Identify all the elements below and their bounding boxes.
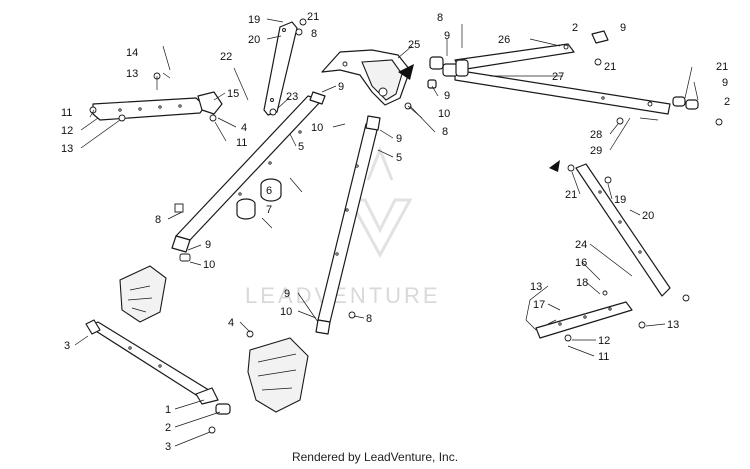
part-strut-20-upper [263,18,307,116]
callout-label: 13 [667,319,679,331]
callout-label: 9 [396,133,402,145]
callout-label: 3 [165,441,171,453]
callout-label: 20 [248,34,260,46]
callout-label: 22 [220,51,232,63]
callout-label: 10 [311,122,323,134]
callout-label: 21 [565,189,577,201]
part-bushings-6-7 [236,177,303,229]
part-casting-left [119,265,167,323]
callout-label: 9 [284,288,290,300]
part-strut-20-right [549,160,690,302]
part-tube-5-center [315,115,381,335]
callout-label: 23 [286,91,298,103]
callout-label: 7 [266,204,272,216]
callout-label: 12 [598,335,610,347]
callout-label: 8 [155,214,161,226]
callout-label: 4 [241,122,247,134]
watermark-logo-icon [347,198,413,259]
pointer-marker-icon [549,160,560,172]
callout-label: 27 [552,71,564,83]
part-bracket-15 [153,72,223,122]
callout-label: 9 [620,22,626,34]
callout-label: 2 [724,96,730,108]
callout-label: 19 [614,194,626,206]
callout-label: 21 [716,61,728,73]
callout-label: 13 [61,143,73,155]
callout-label: 11 [598,351,609,363]
render-credit: Rendered by LeadVenture, Inc. [291,450,459,464]
callout-label: 13 [530,281,542,293]
callout-label: 26 [498,34,510,46]
callout-label: 11 [61,107,72,119]
parts [85,18,723,434]
callout-label: 3 [64,340,70,352]
callout-label: 28 [590,129,602,141]
part-casting-center [246,330,309,413]
callout-label: 9 [205,239,211,251]
callout-label: 9 [722,77,728,89]
part-bushings-9-top [404,56,469,110]
part-center-bracket-25 [321,49,414,106]
pointer-marker-icon [398,64,414,80]
part-tube-26 [454,30,609,71]
callout-label: 4 [228,317,234,329]
callout-label: 19 [248,14,260,26]
callout-label: 10 [203,259,215,271]
callout-label: 10 [280,306,292,318]
watermark: LEADVENTURE [245,145,441,308]
callout-label: 12 [61,125,73,137]
leader-lines [74,18,699,447]
callout-label: 9 [444,30,450,42]
part-tube-5-left [171,91,326,262]
callout-label: 15 [227,88,239,100]
callout-label: 9 [444,90,450,102]
part-tube-27 [454,69,671,115]
part-tube-1 [85,319,231,434]
callout-label: 11 [236,137,247,149]
callout-label: 25 [408,39,420,51]
part-bracket-right-lower [535,290,646,342]
callout-label: 5 [298,141,304,153]
callout-label: 2 [572,22,578,34]
callouts: 19 21 20 8 22 14 13 11 12 13 15 4 11 23 … [61,11,730,453]
callout-label: 9 [338,81,344,93]
callout-label: 20 [642,210,654,222]
callout-label: 8 [442,126,448,138]
callout-label: 14 [126,47,138,59]
callout-label: 24 [575,239,587,251]
callout-label: 16 [575,257,587,269]
callout-label: 8 [311,28,317,40]
callout-label: 6 [266,185,272,197]
part-right-end-fasteners [616,96,723,126]
callout-label: 8 [366,313,372,325]
callout-label: 2 [165,422,171,434]
callout-label: 21 [307,11,319,23]
callout-label: 18 [576,277,588,289]
watermark-text: LEADVENTURE [245,283,441,308]
callout-label: 5 [396,152,402,164]
callout-label: 13 [126,68,138,80]
callout-label: 8 [437,12,443,24]
callout-label: 1 [165,404,171,416]
callout-label: 29 [590,145,602,157]
callout-label: 21 [604,61,616,73]
part-bracket-left-upper [89,97,206,122]
callout-label: 10 [438,108,450,120]
callout-label: 17 [533,299,545,311]
